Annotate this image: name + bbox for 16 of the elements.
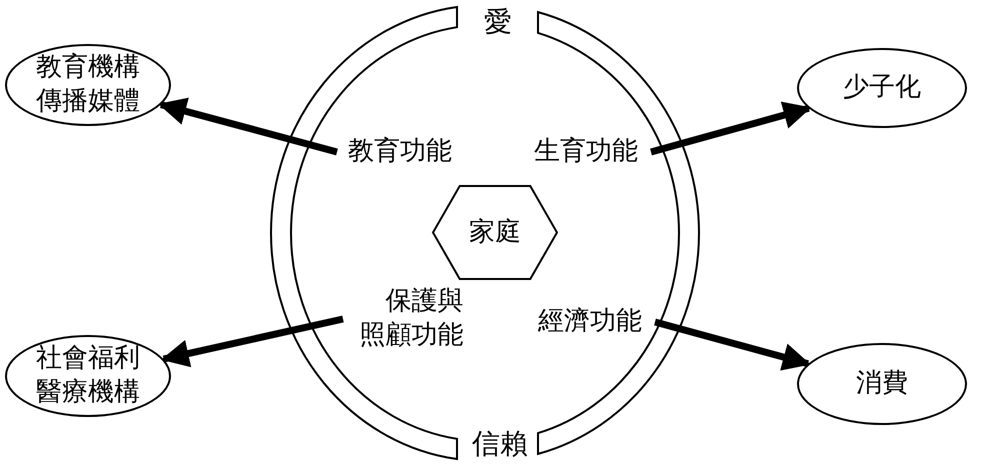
ring-label: 信賴 [471,426,529,462]
node-text: 少子化 [843,71,921,104]
node-text: 保護與照顧功能 [358,285,464,352]
hexagon-node [432,185,558,280]
node-text: 教育機構傳播媒體 [35,51,141,118]
node-text: 社會福利醫療機構 [35,342,141,409]
node-text: 消費 [856,367,908,400]
arrow [650,102,812,156]
node-text: 生育功能 [534,135,638,168]
arrow [654,318,811,371]
arrow [160,316,344,368]
arrow [158,98,338,156]
ring-label: 愛 [483,4,513,40]
node-text: 經濟功能 [538,305,642,338]
node-text: 家庭 [469,216,521,249]
node-text: 教育功能 [348,135,452,168]
